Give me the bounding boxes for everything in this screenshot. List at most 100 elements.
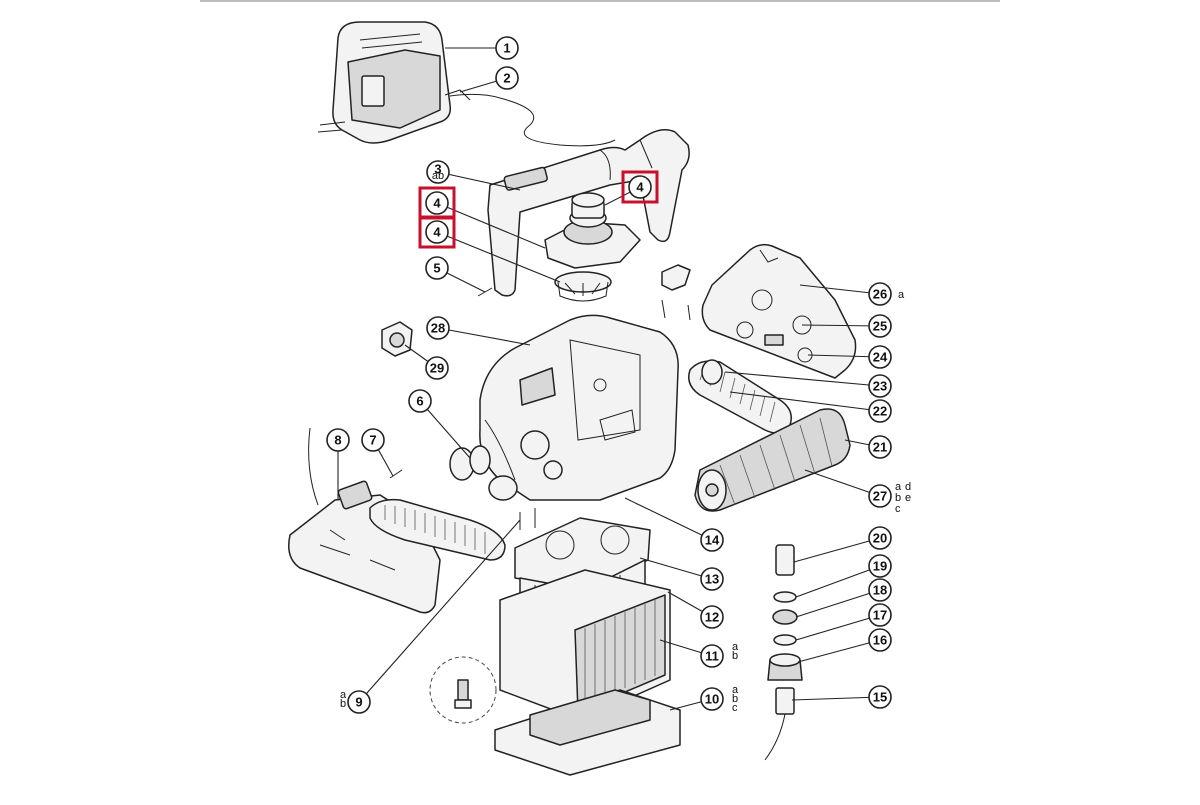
callout-4: 4 [425, 191, 449, 215]
callout-number: 8 [334, 433, 341, 448]
callout-3: 3ab [426, 160, 450, 184]
highlight-box [418, 215, 456, 249]
callout-circle [361, 428, 385, 452]
callout-circle [700, 687, 724, 711]
callout-number: 6 [416, 394, 423, 409]
leader-line [793, 537, 881, 563]
callout-number: 17 [873, 608, 887, 623]
callout-4: 4 [425, 220, 449, 244]
callout-1: 1 [495, 36, 519, 60]
callout-number: 18 [873, 583, 887, 598]
callout-number: 11 [705, 649, 719, 664]
callout-circle [868, 526, 892, 550]
callout-20: 20 [868, 526, 892, 550]
highlight-box [621, 170, 659, 204]
callout-number: 28 [431, 321, 445, 336]
leader-line [807, 354, 881, 358]
callout-circle [868, 282, 892, 306]
callout-number: 22 [873, 404, 887, 419]
callout-circle [868, 399, 892, 423]
callout-number: 19 [873, 559, 887, 574]
callout-circle [628, 175, 652, 199]
callout-circle [868, 603, 892, 627]
callout-circle [868, 345, 892, 369]
callout-circle [408, 389, 432, 413]
left-track-part [369, 498, 506, 561]
callout-number: 25 [873, 319, 887, 334]
callout-4: 4 [628, 175, 652, 199]
brush-roller-part [694, 408, 851, 512]
callout-15: 15 [868, 685, 892, 709]
callout-12: 12 [700, 605, 724, 629]
callout-6: 6 [408, 389, 432, 413]
callout-16: 16 [868, 628, 892, 652]
callout-circle [426, 160, 450, 184]
callout-5: 5 [425, 256, 449, 280]
callout-suffix: a [898, 289, 905, 301]
callout-circle [425, 256, 449, 280]
callout-circle [700, 528, 724, 552]
callout-circle [868, 484, 892, 508]
main-body-part [479, 314, 679, 501]
leader-line [797, 639, 881, 663]
callout-circle [868, 628, 892, 652]
callout-23: 23 [868, 374, 892, 398]
callout-circle [425, 220, 449, 244]
callout-7: 7 [361, 428, 385, 452]
callout-number: 13 [705, 572, 719, 587]
callout-circle [700, 605, 724, 629]
callout-number: 3 [434, 162, 441, 177]
callout-17: 17 [868, 603, 892, 627]
callout-circle [868, 685, 892, 709]
leader-line [724, 371, 881, 387]
power-supply-part [332, 21, 471, 144]
callout-28: 28 [426, 316, 450, 340]
leader-line [801, 324, 881, 327]
callout-29: 29 [425, 356, 449, 380]
leader-line [804, 469, 881, 497]
callout-21: 21 [868, 435, 892, 459]
callout-number: 26 [873, 287, 887, 302]
callout-19: 19 [868, 554, 892, 578]
callout-circle [868, 578, 892, 602]
callout-number: 5 [433, 261, 440, 276]
callout-number: 4 [433, 225, 441, 240]
floating-cable-part [449, 93, 616, 147]
callout-circle [425, 191, 449, 215]
callout-number: 1 [503, 41, 510, 56]
leader-line [795, 589, 881, 618]
callout-22: 22 [868, 399, 892, 423]
callout-number: 12 [705, 610, 719, 625]
callout-24: 24 [868, 345, 892, 369]
callout-number: 10 [705, 692, 719, 707]
callout-number: 15 [873, 690, 887, 705]
callout-circle [700, 644, 724, 668]
leader-line [795, 565, 881, 598]
callout-circle [426, 316, 450, 340]
leader-line [639, 557, 713, 580]
callout-number: 4 [433, 196, 441, 211]
callout-2: 2 [495, 66, 519, 90]
callout-number: 2 [503, 71, 510, 86]
callout-circle [495, 36, 519, 60]
leader-line [358, 519, 521, 703]
callout-14: 14 [700, 528, 724, 552]
leader-line [799, 284, 881, 295]
callout-26: 26 a [868, 282, 905, 306]
callout-circle [347, 690, 371, 714]
filter-assembly-part [494, 508, 681, 776]
swivel-part [381, 321, 413, 357]
leader-line [729, 391, 881, 412]
leader-line [437, 171, 521, 191]
callout-25: 25 [868, 314, 892, 338]
